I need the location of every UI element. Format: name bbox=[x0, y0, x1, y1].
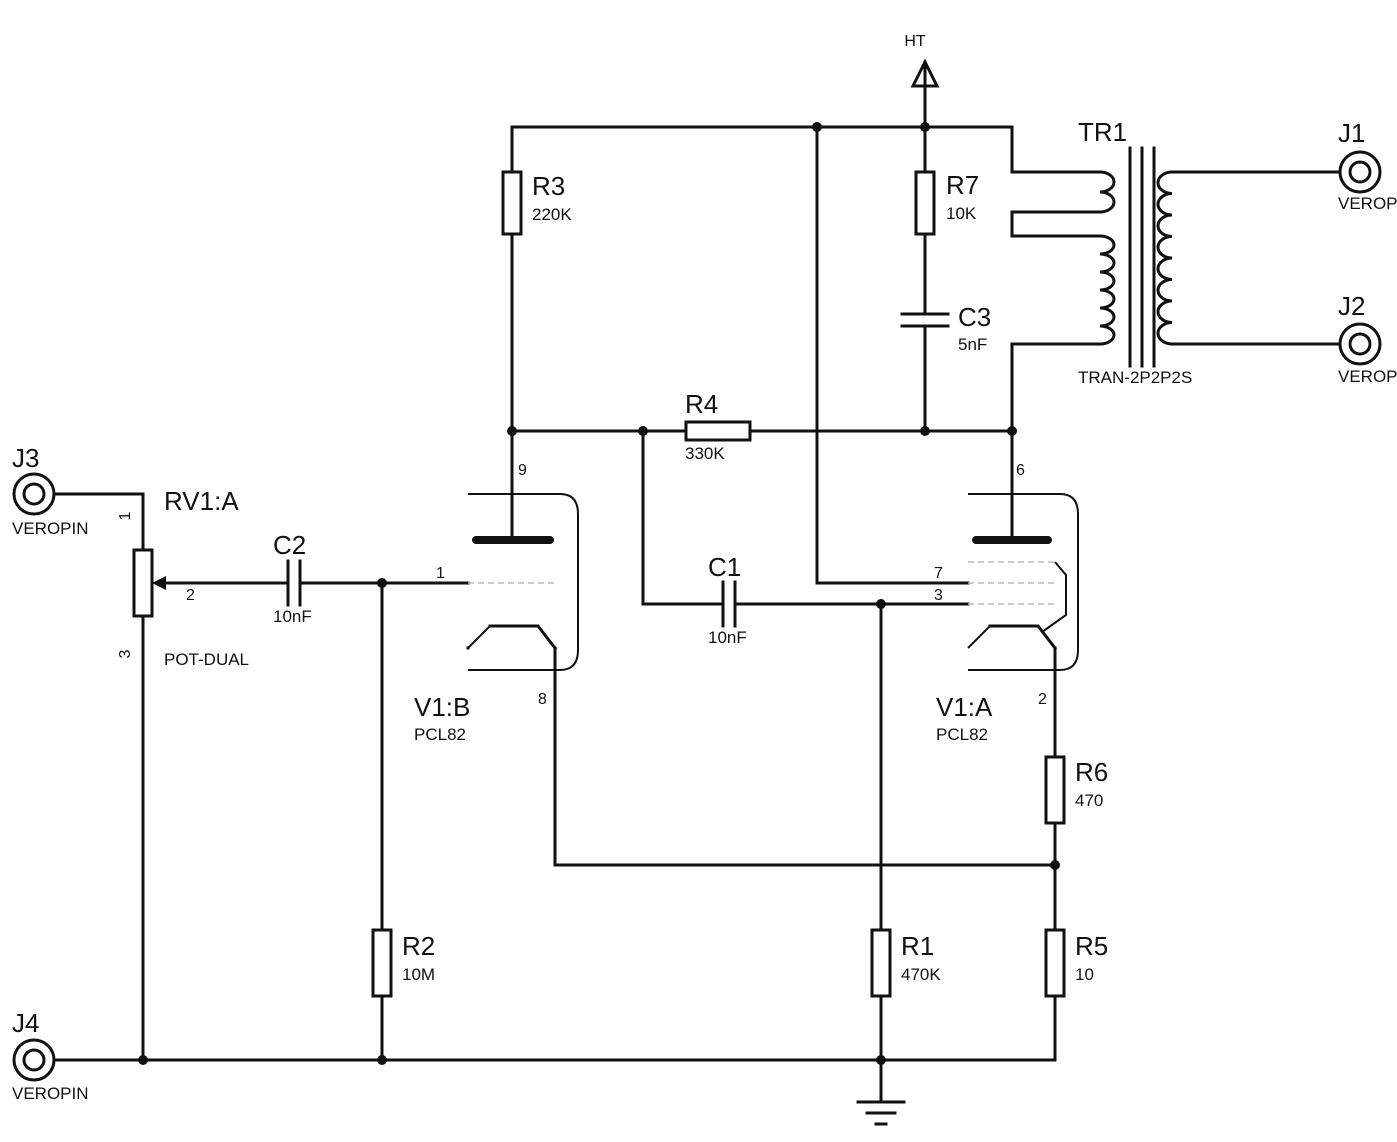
v1b-value: PCL82 bbox=[414, 725, 466, 744]
r6-value: 470 bbox=[1075, 791, 1103, 810]
r3-ref: R3 bbox=[532, 171, 565, 201]
resistor-r2: R2 10M bbox=[371, 928, 435, 998]
wires bbox=[53, 78, 1342, 1102]
rv1-pin-1: 1 bbox=[117, 511, 134, 520]
j3-value: VEROPIN bbox=[12, 519, 89, 538]
r5-ref: R5 bbox=[1075, 931, 1108, 961]
c1-value: 10nF bbox=[708, 628, 747, 647]
j4-value: VEROPIN bbox=[12, 1084, 89, 1103]
j1-value: VEROPIN bbox=[1338, 194, 1397, 213]
c2-value: 10nF bbox=[273, 607, 312, 626]
capacitor-c2: C2 10nF bbox=[273, 530, 312, 626]
v1a-pin-3: 3 bbox=[934, 587, 943, 604]
ht-supply-terminal: HT bbox=[904, 33, 940, 88]
ht-label: HT bbox=[904, 33, 926, 50]
v1a-ref: V1:A bbox=[936, 692, 993, 722]
r5-value: 10 bbox=[1075, 965, 1094, 984]
j4-ref: J4 bbox=[12, 1008, 39, 1038]
connector-j3: J3 VEROPIN bbox=[12, 443, 89, 538]
valve-v1b: V1:B PCL82 9 1 8 bbox=[414, 462, 579, 744]
resistor-r6: R6 470 bbox=[1044, 755, 1108, 825]
connector-j4: J4 VEROPIN bbox=[12, 1008, 89, 1103]
rv1-value: POT-DUAL bbox=[164, 650, 249, 669]
rv1-ref: RV1:A bbox=[164, 486, 239, 516]
j2-value: VEROPIN bbox=[1338, 367, 1397, 386]
tr1-ref: TR1 bbox=[1078, 117, 1127, 147]
v1b-pin-1: 1 bbox=[436, 565, 445, 582]
c3-ref: C3 bbox=[958, 302, 991, 332]
transformer-tr1: TR1 TRAN-2P2P2S bbox=[1078, 117, 1192, 387]
valve-v1a: V1:A PCL82 6 7 3 2 bbox=[934, 462, 1079, 744]
r1-value: 470K bbox=[901, 965, 941, 984]
resistor-r4: R4 330K bbox=[684, 389, 752, 463]
r2-value: 10M bbox=[402, 965, 435, 984]
v1a-pin-6: 6 bbox=[1016, 462, 1025, 479]
j3-ref: J3 bbox=[12, 443, 39, 473]
v1a-pin-7: 7 bbox=[934, 565, 943, 582]
capacitor-c1: C1 10nF bbox=[708, 552, 747, 647]
connector-j2: J2 VEROPIN bbox=[1338, 291, 1397, 386]
r2-ref: R2 bbox=[402, 931, 435, 961]
r7-value: 10K bbox=[946, 204, 977, 223]
c1-ref: C1 bbox=[708, 552, 741, 582]
r4-ref: R4 bbox=[685, 389, 718, 419]
rv1-pin-3: 3 bbox=[117, 649, 134, 658]
connector-j1: J1 VEROPIN bbox=[1338, 118, 1397, 213]
rv1-pin-2: 2 bbox=[186, 587, 195, 604]
r7-ref: R7 bbox=[946, 170, 979, 200]
j2-ref: J2 bbox=[1338, 291, 1365, 321]
v1b-ref: V1:B bbox=[414, 692, 470, 722]
potentiometer-rv1: RV1:A POT-DUAL 1 2 3 bbox=[117, 486, 249, 669]
ground-symbol bbox=[856, 1100, 906, 1126]
capacitor-c3: C3 5nF bbox=[900, 302, 991, 354]
resistor-r1: R1 470K bbox=[870, 928, 941, 998]
v1a-pin-2: 2 bbox=[1038, 691, 1047, 708]
resistor-r3: R3 220K bbox=[501, 170, 572, 236]
j1-ref: J1 bbox=[1338, 118, 1365, 148]
r4-value: 330K bbox=[685, 444, 725, 463]
v1b-pin-9: 9 bbox=[518, 462, 527, 479]
v1a-value: PCL82 bbox=[936, 725, 988, 744]
tr1-value: TRAN-2P2P2S bbox=[1078, 368, 1192, 387]
r1-ref: R1 bbox=[901, 931, 934, 961]
resistor-r7: R7 10K bbox=[914, 170, 979, 236]
r3-value: 220K bbox=[532, 205, 572, 224]
junctions bbox=[138, 122, 1060, 1065]
c2-ref: C2 bbox=[273, 530, 306, 560]
v1b-pin-8: 8 bbox=[538, 691, 547, 708]
r6-ref: R6 bbox=[1075, 757, 1108, 787]
c3-value: 5nF bbox=[958, 335, 987, 354]
resistor-r5: R5 10 bbox=[1044, 928, 1108, 998]
